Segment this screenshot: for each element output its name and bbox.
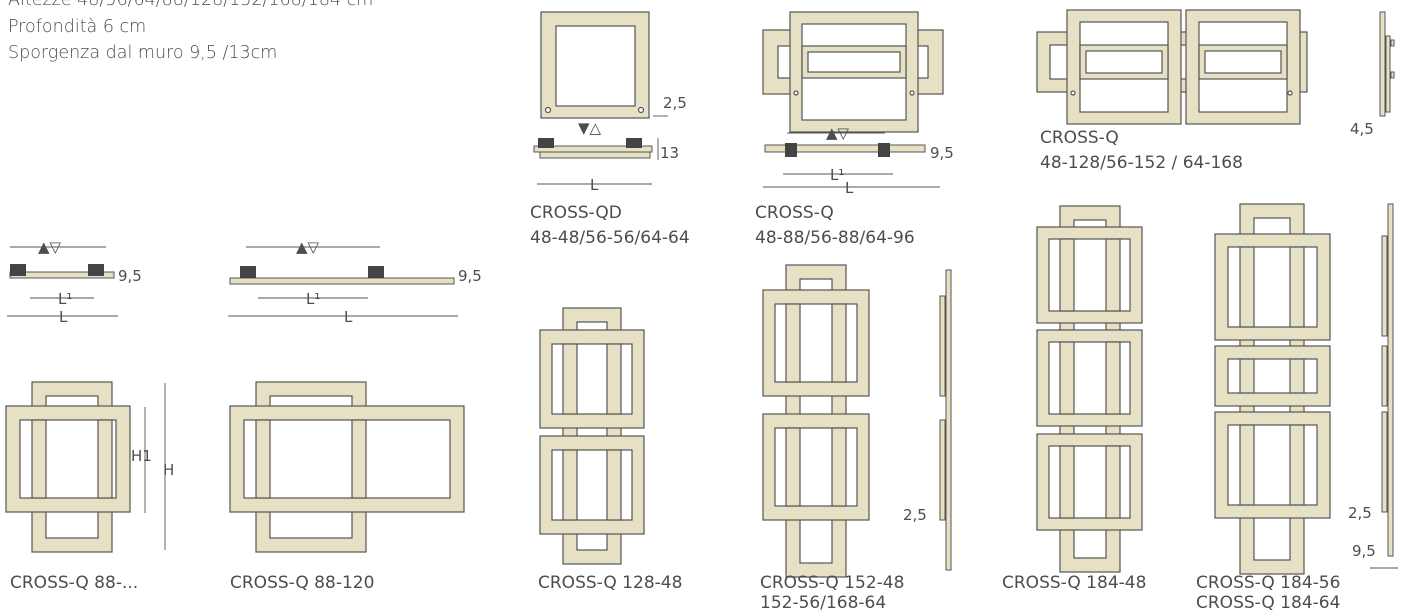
q88-120-dim-L1: L¹ <box>306 290 320 308</box>
caption-q152-line2: 152-56/168-64 <box>760 593 886 611</box>
spec-depth: Profondità 6 cm <box>8 17 146 37</box>
cross-q-128-48-front-view <box>539 307 645 565</box>
cross-q-88-vertical-top-view: ▲▽ 9,5 L¹ L <box>7 238 142 326</box>
qd-flow-symbols: ▼△ <box>578 119 602 137</box>
cross-q-128-side-view: 4,5 <box>1350 11 1395 138</box>
caption-q184-64: CROSS-Q 184-64 <box>1196 593 1340 611</box>
q88v-dim-9-5: 9,5 <box>118 267 142 285</box>
qd-dim-L: L <box>590 176 599 194</box>
cross-q-152-side-view: 2,5 <box>903 269 952 571</box>
q88-120-dim-9-5: 9,5 <box>458 267 482 285</box>
caption-q152-line1: CROSS-Q 152-48 <box>760 573 904 593</box>
cross-q-88-vertical-front-view: H1 H <box>5 381 174 553</box>
caption-q128-48: CROSS-Q 128-48 <box>538 573 682 593</box>
q88v-dim-L: L <box>59 308 68 326</box>
q88v-dim-L1: L¹ <box>58 290 72 308</box>
q88-dim-L: L <box>845 179 854 197</box>
q152-dim-2-5: 2,5 <box>903 506 927 524</box>
caption-q128h-name: CROSS-Q <box>1040 128 1119 148</box>
cross-q-88-120-top-view: ▲▽ 9,5 L¹ L <box>228 238 482 326</box>
cross-q-184-side-view: 2,5 9,5 <box>1348 203 1398 569</box>
caption-q88-name: CROSS-Q <box>755 203 834 223</box>
q88v-dim-H: H <box>163 461 174 479</box>
caption-q88v: CROSS-Q 88-... <box>10 573 138 593</box>
cross-qd-front-view: 2,5 <box>540 11 687 119</box>
spec-projection: Sporgenza dal muro 9,5 /13cm <box>8 43 277 63</box>
q184-dim-9-5: 9,5 <box>1352 542 1376 560</box>
caption-q128h-sizes: 48-128/56-152 / 64-168 <box>1040 153 1243 173</box>
cross-q-88-front-view <box>762 11 944 133</box>
cross-q-184-48-front-view <box>1036 205 1143 573</box>
q128-dim-4-5: 4,5 <box>1350 120 1374 138</box>
q184-dim-2-5: 2,5 <box>1348 504 1372 522</box>
q88-120-dim-L: L <box>344 308 353 326</box>
caption-q88-sizes: 48-88/56-88/64-96 <box>755 228 915 248</box>
qd-dim-2-5: 2,5 <box>663 94 687 112</box>
spec-heights: Altezze 48/56/64/88/128/152/168/184 cm <box>8 0 373 10</box>
cross-q-128-front-view <box>1036 9 1308 125</box>
q88v-dim-H1: H1 <box>131 447 152 465</box>
caption-qd-sizes: 48-48/56-56/64-64 <box>530 228 690 248</box>
q88-dim-L1: L¹ <box>830 166 844 184</box>
cross-qd-top-view: ▼△ 13 L <box>533 119 679 194</box>
q88-dim-9-5: 9,5 <box>930 144 954 162</box>
cross-q-152-front-view <box>762 264 870 578</box>
caption-q88-120: CROSS-Q 88-120 <box>230 573 374 593</box>
cross-q-88-top-view: ▲▽ 9,5 L¹ L <box>763 124 954 197</box>
caption-q184-56: CROSS-Q 184-56 <box>1196 573 1340 593</box>
qd-dim-13: 13 <box>660 144 679 162</box>
caption-q184-48: CROSS-Q 184-48 <box>1002 573 1146 593</box>
caption-qd-name: CROSS-QD <box>530 203 622 223</box>
cross-q-88-120-front-view <box>229 381 465 553</box>
specs-block: Altezze 48/56/64/88/128/152/168/184 cm P… <box>8 0 373 63</box>
cross-q-184-56-front-view <box>1214 203 1331 575</box>
